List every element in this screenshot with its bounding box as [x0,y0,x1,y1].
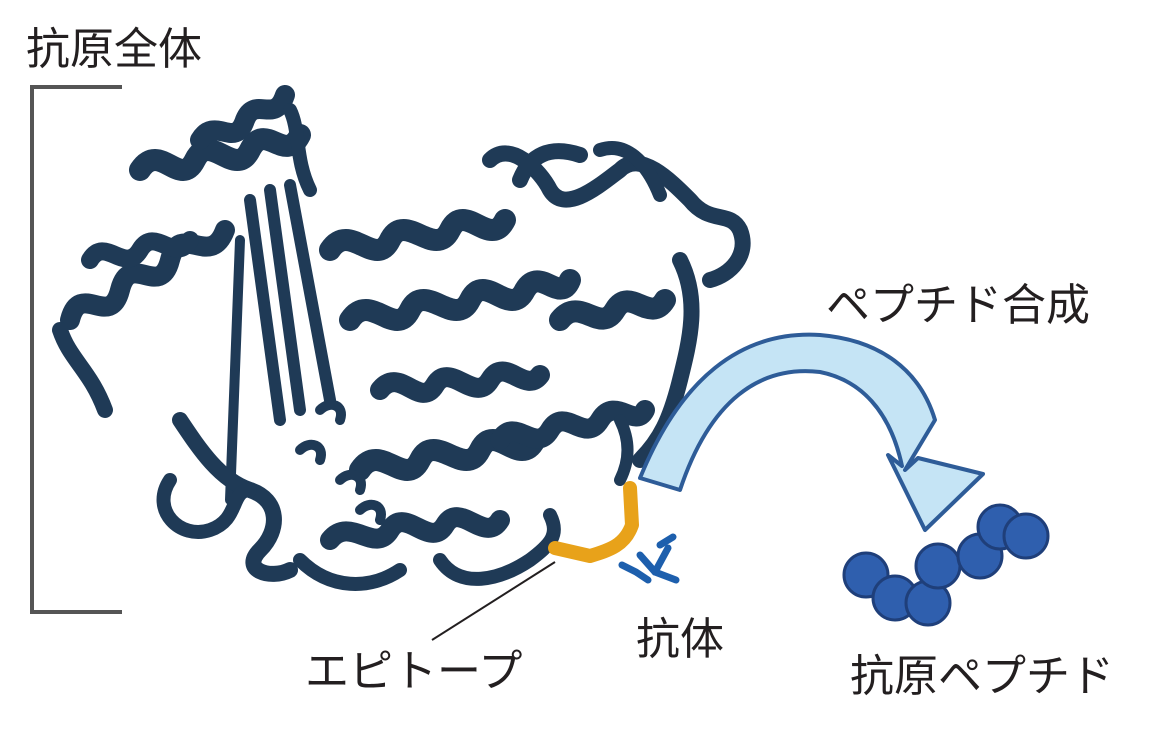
protein-structure [52,85,751,591]
antibody-label: 抗体 [636,614,724,665]
antigen-peptide-label: 抗原ペプチド [850,651,1114,702]
antibody-icon [618,533,680,584]
peptide-bead [914,542,962,590]
synthesis-arrow-icon [638,332,985,532]
antigen-peptide-beads [842,503,1050,627]
whole-antigen-bracket [30,85,122,614]
epitope-label: エピトープ [305,646,523,697]
epitope-segment [548,481,639,563]
peptide-synthesis-label: ペプチド合成 [826,280,1090,331]
epitope-leader-line [431,561,556,641]
whole-antigen-label: 抗原全体 [26,24,202,75]
peptide-bead [1002,512,1050,560]
